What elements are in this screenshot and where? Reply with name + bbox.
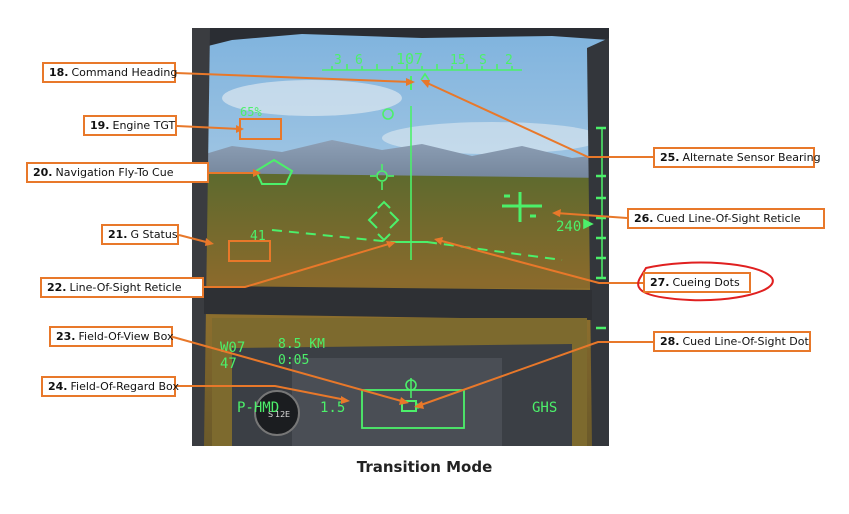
figure-caption: Transition Mode: [356, 458, 493, 476]
los-bracket-left: [367, 211, 378, 229]
label-field-of-view-box: 23.Field-Of-View Box: [49, 326, 173, 347]
los-bracket-right: [389, 211, 400, 229]
pitch-ladder-circle: [405, 379, 417, 391]
canopy-bottom-frame: [204, 286, 592, 320]
label-engine-tgt: 19.Engine TGT: [83, 115, 177, 136]
heading-ticks: [331, 64, 513, 70]
sight-mode: P-HMD: [237, 400, 279, 416]
compass-12: 12: [275, 410, 285, 419]
waypoint-id: W07: [220, 340, 245, 356]
waypoint-sub: 47: [220, 356, 237, 372]
heading-readout: 107: [396, 50, 423, 68]
label-field-of-regard-box: 24.Field-Of-Regard Box: [41, 376, 179, 397]
compass-s: S: [268, 410, 273, 419]
g-readout: 41: [250, 229, 266, 244]
velocity-circle: [382, 108, 394, 120]
label-g-status: 21.G Status: [101, 224, 179, 245]
label-cued-line-of-sight-reticle: 26.Cued Line-Of-Sight Reticle: [627, 208, 825, 229]
sight-circle: [376, 170, 388, 182]
canopy-top-frame: [192, 28, 609, 50]
heading-6: 6: [355, 53, 363, 68]
label-alternate-sensor-bearing: 25.Alternate Sensor Bearing: [653, 147, 821, 168]
cued-los-reticle: [502, 192, 542, 222]
heading-3: 3: [334, 53, 342, 68]
label-cued-line-of-sight-dot: 28.Cued Line-Of-Sight Dot: [653, 331, 811, 352]
cloud: [222, 80, 402, 116]
cued-los-dot: [415, 403, 421, 409]
heading-15: 15: [450, 53, 466, 68]
cockpit-view: S 12 E: [192, 28, 609, 446]
label-command-heading: 18.Command Heading: [42, 62, 177, 83]
distance-readout: 8.5 KM: [278, 337, 325, 352]
torque-readout: 65%: [240, 105, 262, 119]
label-navigation-fly-to-cue: 20.Navigation Fly-To Cue: [26, 162, 209, 183]
heading-s: S: [479, 53, 487, 68]
heading-2: 2: [505, 53, 513, 68]
hud-scene-image: S 12 E: [192, 28, 609, 446]
label-cueing-dots: 27.Cueing Dots: [643, 272, 751, 293]
altitude-pointer: [583, 218, 594, 230]
compass-e: E: [285, 410, 290, 419]
los-bracket-bottom: [377, 233, 391, 242]
time-readout: 0:05: [278, 353, 309, 368]
los-bracket-top: [377, 200, 391, 209]
alternate-sensor-bearing-caret: [420, 72, 430, 81]
altitude-readout: 240: [556, 219, 581, 235]
status-readout: GHS: [532, 400, 557, 416]
acquisition-readout: 1.5: [320, 400, 345, 416]
label-line-of-sight-reticle: 22.Line-Of-Sight Reticle: [40, 277, 204, 298]
